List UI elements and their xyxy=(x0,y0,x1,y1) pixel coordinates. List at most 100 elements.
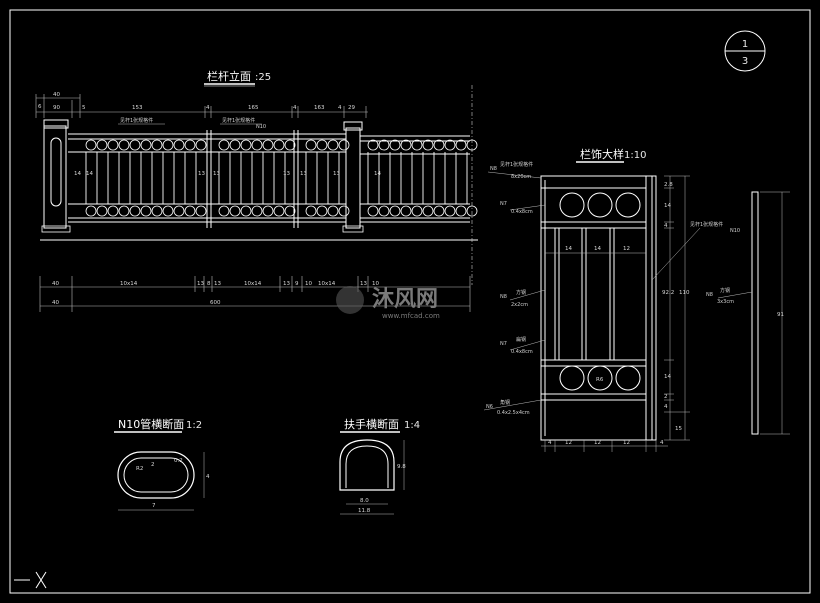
ring xyxy=(129,139,141,151)
detail-vertical-dim: 2.8 xyxy=(664,182,673,188)
detail-left-label: 方钢 xyxy=(516,289,526,296)
ring xyxy=(96,139,108,151)
ring xyxy=(218,139,230,151)
ring xyxy=(284,205,296,217)
ring xyxy=(85,139,97,151)
elev-bottom-dim: 40 xyxy=(52,300,59,306)
elevation-title: 栏杆立面 xyxy=(207,69,251,83)
detail-bottom-dim: 12 xyxy=(623,440,630,446)
ring xyxy=(173,139,185,151)
ring xyxy=(433,139,445,151)
detail-column-dim: 14 xyxy=(565,246,572,252)
railing-elevation: 栏杆立面 :25 6 40 90 5 153 4 165 4 163 4 29 xyxy=(35,69,478,312)
elev-top-dim: 6 xyxy=(38,104,42,110)
detail-side-dim: 91 xyxy=(777,312,784,318)
ring xyxy=(184,205,196,217)
ring xyxy=(218,205,230,217)
detail-left-label: 2x2cm xyxy=(511,302,528,308)
elev-top-dim: 163 xyxy=(314,105,325,111)
ring xyxy=(107,205,119,217)
detail-vertical-dim: 14 xyxy=(664,203,671,209)
detail-left-label: N6 xyxy=(486,404,493,410)
detail-vertical-dim: 2 xyxy=(664,394,668,400)
elev-bottom-dim: 13 xyxy=(197,281,204,287)
elev-bottom-dim: 10x14 xyxy=(318,281,336,287)
detail-bottom-dim: 4 xyxy=(660,440,664,446)
detail-side-label: N8 xyxy=(706,292,713,298)
elev-top-dim: 4 xyxy=(206,105,210,111)
elev-bay-dim: 14 xyxy=(74,171,81,177)
watermark: 沐风网 www.mfcad.com xyxy=(336,286,440,320)
ring xyxy=(195,205,207,217)
ring xyxy=(129,205,141,217)
ring xyxy=(173,205,185,217)
ring xyxy=(378,205,390,217)
elev-bay-dim: 14 xyxy=(374,171,381,177)
n10-dim: 7 xyxy=(152,503,156,509)
detail-bottom-dim: 12 xyxy=(594,440,601,446)
ring xyxy=(151,139,163,151)
ring xyxy=(455,139,467,151)
ring xyxy=(466,205,478,217)
watermark-url: www.mfcad.com xyxy=(382,312,440,320)
n10-tube-section: N10管横断面 1:2 7 4 2 R2 0.2 xyxy=(114,417,210,511)
sheet-number-bottom: 3 xyxy=(742,56,748,67)
ring xyxy=(140,139,152,151)
ring xyxy=(367,205,379,217)
ring xyxy=(411,139,423,151)
detail-right-label: 见杆1张规格件 xyxy=(690,221,723,228)
elev-bottom-dim: 10x14 xyxy=(244,281,262,287)
elev-top-dim: 40 xyxy=(53,92,60,98)
detail-vertical-dim: 15 xyxy=(675,426,682,432)
ring xyxy=(240,205,252,217)
ring xyxy=(316,205,328,217)
ring xyxy=(444,205,456,217)
ring xyxy=(389,139,401,151)
ring xyxy=(316,139,328,151)
elev-bay-dim: 14 xyxy=(86,171,93,177)
ring xyxy=(305,205,317,217)
ring xyxy=(251,205,263,217)
handrail-section-title: 扶手横断面 xyxy=(344,417,399,431)
detail-column-dim: 12 xyxy=(623,246,630,252)
n10-section-scale: 1:2 xyxy=(186,420,202,431)
ring xyxy=(466,139,478,151)
handrail-dim: 8.0 xyxy=(360,498,369,504)
ring xyxy=(229,139,241,151)
ring xyxy=(262,205,274,217)
ring xyxy=(367,139,379,151)
elev-label: 见杆1张规格件 xyxy=(120,117,153,124)
detail-left-label: 0.4x2.5x4cm xyxy=(497,410,530,416)
elev-top-dim: 165 xyxy=(248,105,259,111)
drawing-frame xyxy=(9,9,811,594)
ring xyxy=(411,205,423,217)
detail-left-label: 0.4x8cm xyxy=(511,349,533,355)
ucs-icon xyxy=(14,571,47,589)
ring xyxy=(273,205,285,217)
detail-bottom-dim: 12 xyxy=(565,440,572,446)
railing-detail: 栏饰大样 1:10 R6 xyxy=(483,147,790,452)
ring xyxy=(96,205,108,217)
detail-vertical-dim: 92.2 xyxy=(662,290,674,296)
elev-bottom-dim: 13 xyxy=(360,281,367,287)
detail-vertical-dim: 110 xyxy=(679,290,690,296)
n10-section-title: N10管横断面 xyxy=(118,417,184,431)
n10-dim: 4 xyxy=(206,474,210,480)
sheet-number-top: 1 xyxy=(742,39,748,50)
ring xyxy=(251,139,263,151)
elev-bottom-dim: 10x14 xyxy=(120,281,138,287)
detail-side-label: 方钢 xyxy=(720,287,730,294)
sheet-number-symbol: 1 3 xyxy=(724,30,766,72)
detail-left-label: 角钢 xyxy=(500,399,510,406)
ring xyxy=(195,139,207,151)
elev-bay-dim: 13 xyxy=(213,171,220,177)
detail-circle-label: R6 xyxy=(596,377,604,383)
detail-left-label: 0.4x8cm xyxy=(511,209,533,215)
detail-vertical-dim: 4 xyxy=(664,223,668,229)
detail-left-label: N7 xyxy=(500,341,507,347)
detail-vertical-dim: 4 xyxy=(664,404,668,410)
ring xyxy=(151,205,163,217)
detail-column-dim: 14 xyxy=(594,246,601,252)
elev-bottom-dim: 10 xyxy=(372,281,379,287)
